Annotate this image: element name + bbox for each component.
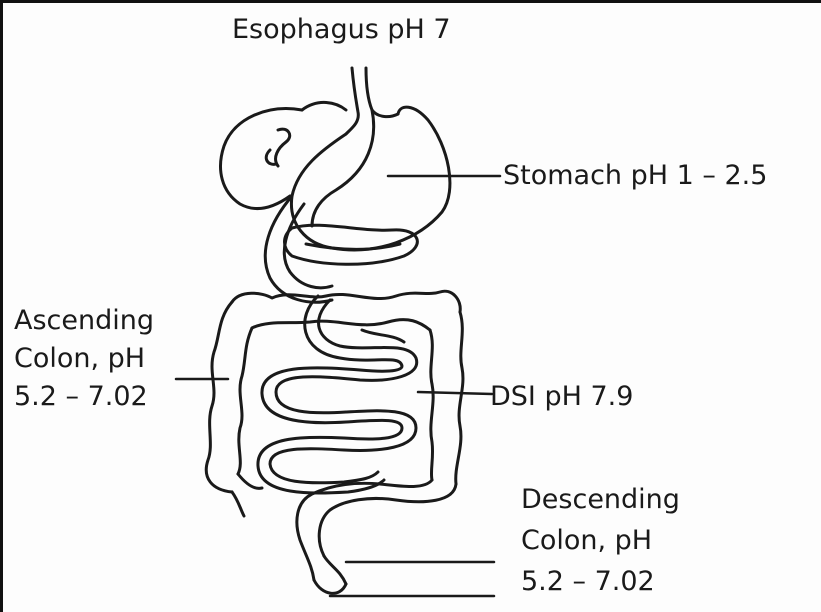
- esophagus-tube: [346, 68, 398, 134]
- esophagus-label: Esophagus pH 7: [232, 12, 451, 48]
- descending-colon-label: Descending Colon, pH 5.2 – 7.02: [521, 479, 680, 602]
- leader-line-dsi: [418, 392, 492, 394]
- stomach-label: Stomach pH 1 – 2.5: [503, 158, 767, 194]
- large-intestine: [206, 291, 463, 593]
- descending-colon-label-line1: Descending: [521, 479, 680, 520]
- ascending-colon-label-line1: Ascending: [14, 302, 154, 340]
- descending-colon-label-line3: 5.2 – 7.02: [521, 561, 680, 602]
- liver-organ: [221, 102, 346, 208]
- leader-lines: [176, 176, 500, 596]
- dsi-label: DSI pH 7.9: [490, 379, 633, 415]
- small-intestine: [258, 296, 417, 493]
- ascending-colon-label-line2: Colon, pH: [14, 340, 154, 378]
- ascending-colon-label: Ascending Colon, pH 5.2 – 7.02: [14, 302, 154, 416]
- descending-colon-label-line2: Colon, pH: [521, 520, 680, 561]
- ascending-colon-label-line3: 5.2 – 7.02: [14, 378, 154, 416]
- duodenum-pancreas: [265, 196, 417, 302]
